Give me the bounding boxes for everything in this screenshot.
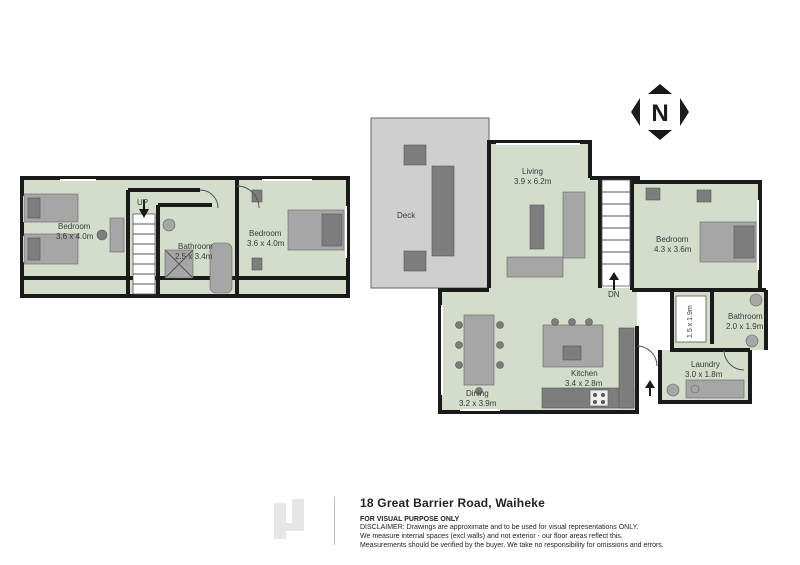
brand-logo-icon: [274, 499, 304, 539]
room-name-deck: Deck: [397, 211, 416, 220]
room-dims-bathroom-lower: 2.0 x 1.9m: [726, 322, 764, 331]
disclaimer-line-1: DISCLAIMER: Drawings are approximate and…: [360, 524, 639, 531]
room-dims-bedroom-mid: 3.6 x 4.0m: [247, 239, 285, 248]
stairs-down: [601, 179, 631, 290]
disclaimer-line-3: Measurements should be verified by the b…: [360, 542, 664, 549]
compass-letter: N: [651, 100, 668, 127]
room-name-bathroom-upper: Bathroom: [178, 242, 213, 251]
visual-purpose-note: FOR VISUAL PURPOSE ONLY: [360, 516, 460, 523]
stairs-up: [132, 200, 156, 295]
room-name-laundry: Laundry: [691, 360, 720, 369]
room-name-dining: Dining: [466, 389, 489, 398]
room-dims-bedroom-left: 3.6 x 4.0m: [56, 232, 94, 241]
room-name-living: Living: [522, 167, 543, 176]
room-name-bedroom-mid: Bedroom: [249, 229, 282, 238]
room-dims-living: 3.9 x 6.2m: [514, 177, 552, 186]
room-name-bathroom-lower: Bathroom: [728, 312, 763, 321]
room-dims-closet: 1.5 x 1.9m: [687, 305, 694, 338]
footer: 18 Great Barrier Road, Waiheke FOR VISUA…: [360, 496, 790, 550]
deck: [370, 117, 490, 289]
room-dims-kitchen: 3.4 x 2.8m: [565, 379, 603, 388]
room-dims-laundry: 3.0 x 1.8m: [685, 370, 723, 379]
room-name-kitchen: Kitchen: [571, 369, 598, 378]
property-address: 18 Great Barrier Road, Waiheke: [360, 496, 545, 510]
footer-divider: [334, 497, 335, 545]
disclaimer-line-2: We measure internal spaces (excl walls) …: [360, 533, 623, 540]
compass-icon: [631, 84, 689, 140]
upper-floor: [20, 176, 350, 298]
room-dims-bedroom-right: 4.3 x 3.6m: [654, 245, 692, 254]
stairs-up-label: UP: [137, 198, 148, 207]
main-floor: [438, 140, 768, 414]
room-dims-dining: 3.2 x 3.9m: [459, 399, 497, 408]
room-name-bedroom-right: Bedroom: [656, 235, 689, 244]
room-dims-bathroom-upper: 2.5 x 3.4m: [175, 252, 213, 261]
room-name-bedroom-left: Bedroom: [58, 222, 91, 231]
stairs-down-label: DN: [608, 290, 620, 299]
